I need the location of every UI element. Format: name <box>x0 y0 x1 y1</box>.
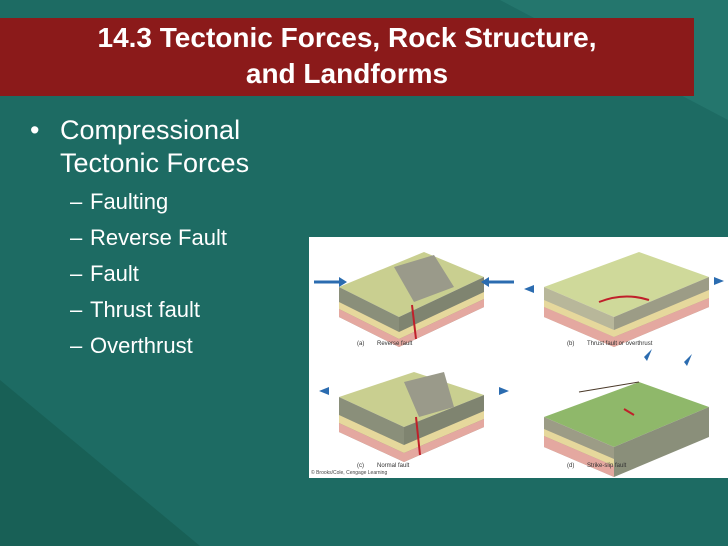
caption-c-letter: (c) <box>357 463 364 469</box>
title-line-2: and Landforms <box>245 58 449 89</box>
title-line-1: 14.3 Tectonic Forces, Rock Structure, <box>97 22 597 53</box>
bullet-line-2: Tectonic Forces <box>60 148 250 178</box>
slide-title: 14.3 Tectonic Forces, Rock Structure, an… <box>0 20 694 92</box>
subbullet-item: –Thrust fault <box>70 297 201 322</box>
title-bar <box>0 18 694 96</box>
caption-a-letter: (a) <box>357 341 364 347</box>
panel-b-block <box>544 252 709 347</box>
subbullet-item: –Overthrust <box>70 333 193 358</box>
panel-c-block <box>339 372 484 462</box>
caption-a-text: Reverse fault <box>377 341 413 347</box>
subbullet-thrust-fault: Thrust fault <box>90 297 201 322</box>
subbullet-item: –Fault <box>70 261 139 286</box>
panel-a-block <box>339 252 484 347</box>
bullet-line-1: Compressional <box>60 115 241 145</box>
figure-credit: © Brooks/Cole, Cengage Learning <box>311 470 388 476</box>
fault-diagram-figure: (a) Reverse fault (b) Thrust fault or ov… <box>309 237 728 478</box>
subbullet-faulting: Faulting <box>90 189 169 214</box>
subbullet-reverse-fault: Reverse Fault <box>90 225 227 250</box>
bullet-compressional: • Compressional Tectonic Forces <box>30 114 249 180</box>
caption-c-text: Normal fault <box>377 463 410 469</box>
subbullet-item: –Reverse Fault <box>70 225 227 250</box>
bullet-list: • Compressional Tectonic Forces –Faultin… <box>30 114 249 364</box>
subbullet-overthrust: Overthrust <box>90 333 193 358</box>
fault-diagrams: (a) Reverse fault (b) Thrust fault or ov… <box>314 252 724 477</box>
caption-d-text: Strike-slip fault <box>587 463 627 469</box>
caption-d-letter: (d) <box>567 463 574 469</box>
caption-b-text: Thrust fault or overthrust <box>587 341 653 347</box>
bullet-dot: • <box>30 115 40 145</box>
caption-b-letter: (b) <box>567 341 574 347</box>
subbullet-item: –Faulting <box>70 189 169 214</box>
panel-d-block <box>544 381 709 477</box>
subbullet-fault: Fault <box>90 261 139 286</box>
